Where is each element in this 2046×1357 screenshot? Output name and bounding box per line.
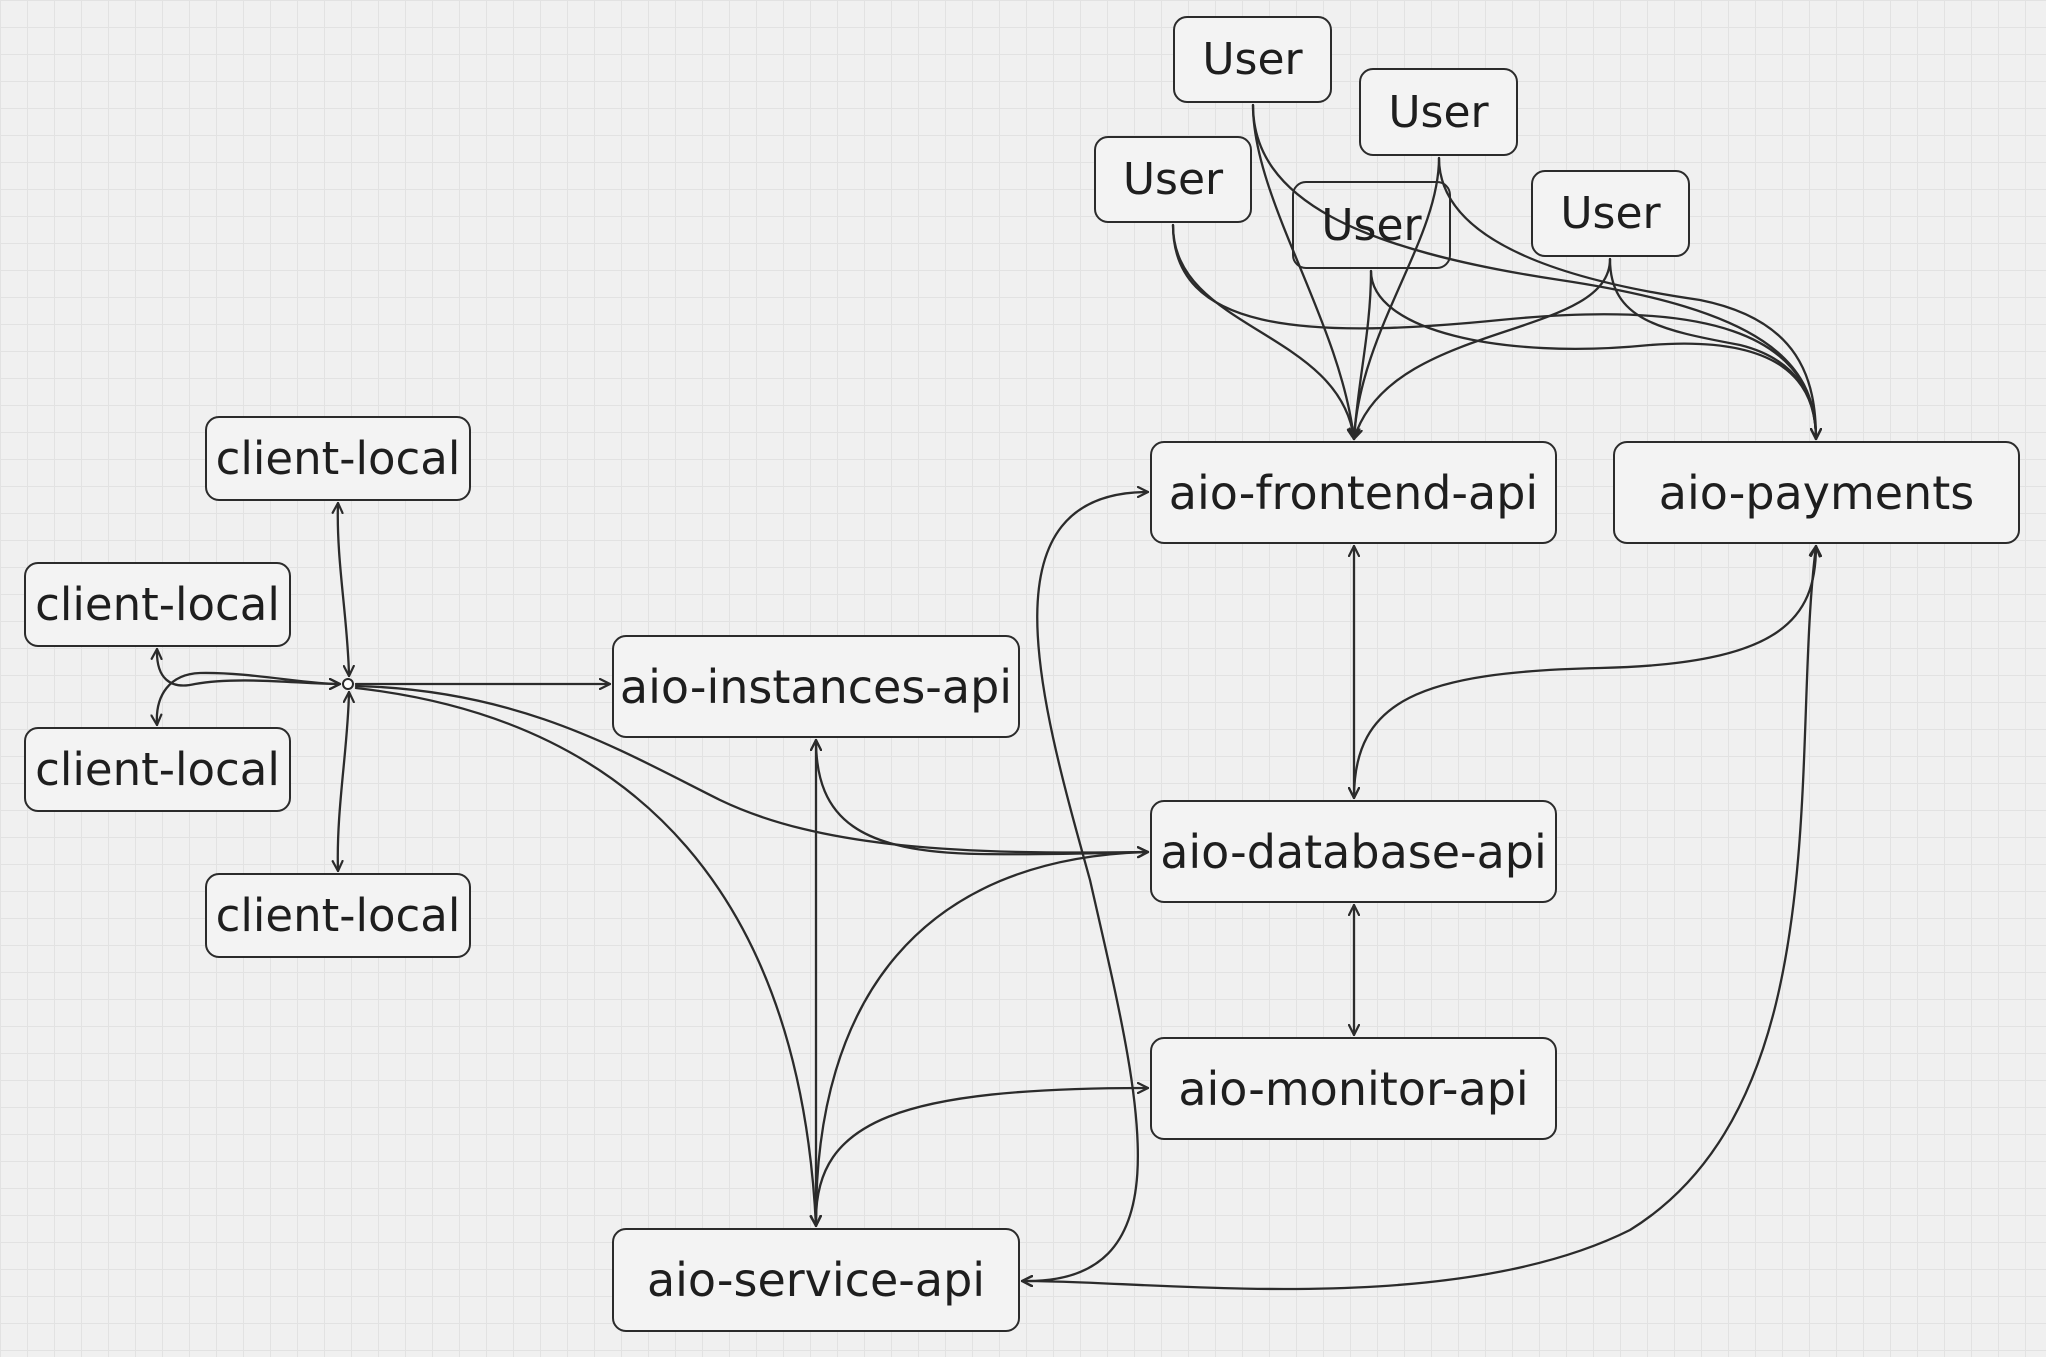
client-local-node-3[interactable]: client-local: [24, 727, 291, 812]
edge-client4-hub: [338, 690, 349, 873]
edge-database-payments: [1354, 544, 1816, 800]
edge-service-database: [814, 852, 1150, 1222]
edge-instances-database: [816, 738, 1150, 854]
node-label: aio-instances-api: [619, 659, 1013, 714]
edge-client1-hub: [338, 501, 349, 678]
aio-service-api-node[interactable]: aio-service-api: [612, 1228, 1020, 1332]
client-local-node-2[interactable]: client-local: [24, 562, 291, 647]
edge-client3-hub: [157, 671, 342, 727]
user-node-5[interactable]: User: [1531, 170, 1690, 257]
node-label: aio-service-api: [646, 1253, 986, 1307]
node-label: client-local: [215, 432, 461, 485]
node-label: User: [1122, 154, 1224, 205]
user-node-2[interactable]: User: [1359, 68, 1518, 156]
user-node-3[interactable]: User: [1094, 136, 1252, 223]
aio-monitor-api-node[interactable]: aio-monitor-api: [1150, 1037, 1557, 1140]
user-node-1[interactable]: User: [1173, 16, 1332, 103]
user-node-4[interactable]: User: [1292, 181, 1451, 269]
node-label: client-local: [215, 889, 461, 942]
node-label: client-local: [35, 743, 280, 796]
client-local-node-1[interactable]: client-local: [205, 416, 471, 501]
aio-frontend-api-node[interactable]: aio-frontend-api: [1150, 441, 1557, 544]
edge-client2-hub: [157, 647, 342, 686]
edge-user5-payments: [1608, 257, 1816, 441]
node-label: aio-payments: [1658, 465, 1975, 520]
edge-user4-frontend: [1354, 269, 1373, 441]
node-label: aio-monitor-api: [1178, 1061, 1529, 1116]
edge-payments-service: [1020, 544, 1816, 1291]
edge-user1-payments: [1251, 103, 1816, 441]
node-label: aio-frontend-api: [1168, 465, 1539, 520]
node-label: User: [1321, 199, 1422, 251]
edge-user4-payments: [1369, 269, 1816, 441]
aio-database-api-node[interactable]: aio-database-api: [1150, 800, 1557, 903]
node-label: User: [1202, 34, 1303, 85]
edge-user1-frontend: [1251, 103, 1354, 441]
aio-instances-api-node[interactable]: aio-instances-api: [612, 635, 1020, 738]
edge-user5-frontend: [1354, 257, 1612, 441]
junction-point: [342, 678, 354, 690]
node-label: aio-database-api: [1160, 824, 1547, 879]
aio-payments-node[interactable]: aio-payments: [1613, 441, 2020, 544]
node-label: client-local: [35, 578, 280, 631]
edge-service-monitor: [814, 1088, 1150, 1222]
client-local-node-4[interactable]: client-local: [205, 873, 471, 958]
node-label: User: [1388, 86, 1489, 138]
edge-user3-payments: [1171, 223, 1816, 441]
edge-service-frontend: [1020, 492, 1150, 1281]
node-label: User: [1560, 188, 1661, 239]
